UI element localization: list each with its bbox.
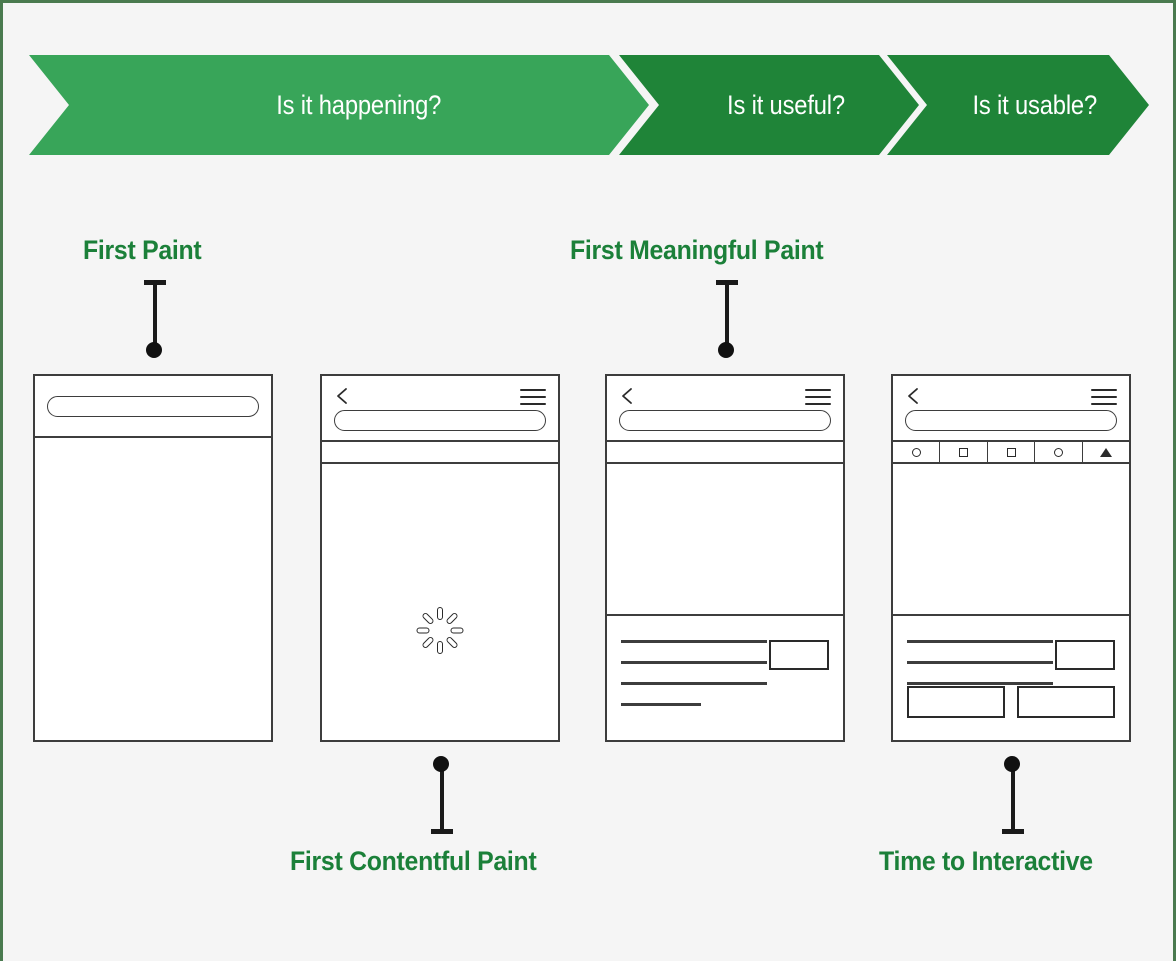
- page-body: [607, 464, 843, 740]
- pointer-first-paint: [143, 280, 167, 358]
- page-body: [35, 438, 271, 740]
- text-line: [621, 682, 767, 685]
- chevron-left-icon[interactable]: [334, 386, 350, 406]
- thumbnail-placeholder: [769, 640, 829, 670]
- hamburger-menu-icon[interactable]: [520, 389, 546, 405]
- address-bar[interactable]: [905, 410, 1117, 431]
- loading-spinner-icon: [416, 606, 464, 654]
- metric-label-first-meaningful-paint: First Meaningful Paint: [570, 235, 824, 265]
- toolbar-strip: [607, 442, 843, 464]
- content-block: [607, 616, 843, 740]
- page-body: [893, 464, 1129, 740]
- pointer-stem: [1011, 762, 1015, 834]
- phase-chevron-is-it-usable[interactable]: Is it usable?: [887, 55, 1149, 155]
- hero-placeholder: [607, 464, 843, 616]
- content-block: [893, 616, 1129, 740]
- chevron-left-icon[interactable]: [905, 386, 921, 406]
- text-line: [621, 703, 702, 706]
- text-line: [907, 661, 1053, 664]
- phase-banner: Is it happening? Is it useful? Is it usa…: [29, 55, 1149, 155]
- toolbar-item-triangle[interactable]: [1083, 442, 1129, 462]
- square-icon: [1006, 447, 1016, 457]
- page-body: [322, 464, 558, 740]
- circle-icon: [1053, 447, 1063, 457]
- square-icon: [959, 447, 969, 457]
- phone-mockup-first-meaningful-paint: [605, 374, 845, 742]
- pointer-dot: [718, 342, 734, 358]
- address-bar[interactable]: [334, 410, 546, 431]
- browser-header: [35, 376, 271, 438]
- browser-header: [607, 376, 843, 442]
- hamburger-menu-icon[interactable]: [1091, 389, 1117, 405]
- circle-icon: [911, 447, 921, 457]
- metric-label-time-to-interactive: Time to Interactive: [879, 846, 1093, 876]
- pointer-stem: [153, 280, 157, 352]
- phase-chevron-is-it-happening[interactable]: Is it happening?: [29, 55, 649, 155]
- pointer-dot: [1004, 756, 1020, 772]
- phase-label: Is it useful?: [727, 89, 845, 120]
- pointer-stem: [440, 762, 444, 834]
- phone-mockup-first-contentful-paint: [320, 374, 560, 742]
- toolbar-strip: [322, 442, 558, 464]
- pointer-dot: [146, 342, 162, 358]
- text-lines: [621, 640, 767, 706]
- action-button[interactable]: [1017, 686, 1115, 718]
- toolbar-item-square-2[interactable]: [988, 442, 1036, 462]
- pointer-first-meaningful-paint: [715, 280, 739, 358]
- toolbar-item-circle-2[interactable]: [1035, 442, 1083, 462]
- address-bar[interactable]: [619, 410, 831, 431]
- phase-label: Is it happening?: [276, 89, 442, 120]
- browser-header: [893, 376, 1129, 442]
- thumbnail-placeholder: [1055, 640, 1115, 670]
- address-bar[interactable]: [47, 396, 259, 417]
- pointer-dot: [433, 756, 449, 772]
- pointer-time-to-interactive: [1001, 756, 1025, 834]
- text-line: [621, 640, 767, 643]
- pointer-stem: [725, 280, 729, 352]
- phone-mockup-time-to-interactive: [891, 374, 1131, 742]
- browser-header: [322, 376, 558, 442]
- hero-placeholder: [893, 464, 1129, 616]
- pointer-first-contentful-paint: [430, 756, 454, 834]
- chevron-left-icon[interactable]: [619, 386, 635, 406]
- phase-label: Is it usable?: [972, 89, 1098, 120]
- action-button[interactable]: [907, 686, 1005, 718]
- triangle-icon: [1099, 447, 1112, 457]
- text-line: [621, 661, 767, 664]
- toolbar-item-circle[interactable]: [893, 442, 941, 462]
- icon-toolbar: [893, 442, 1129, 464]
- phone-mockup-first-paint: [33, 374, 273, 742]
- metric-label-first-paint: First Paint: [83, 235, 202, 265]
- toolbar-item-square-1[interactable]: [940, 442, 988, 462]
- action-buttons: [907, 686, 1115, 718]
- phase-chevron-is-it-useful[interactable]: Is it useful?: [619, 55, 919, 155]
- text-line: [907, 682, 1053, 685]
- hamburger-menu-icon[interactable]: [805, 389, 831, 405]
- metric-label-first-contentful-paint: First Contentful Paint: [290, 846, 537, 876]
- text-line: [907, 640, 1053, 643]
